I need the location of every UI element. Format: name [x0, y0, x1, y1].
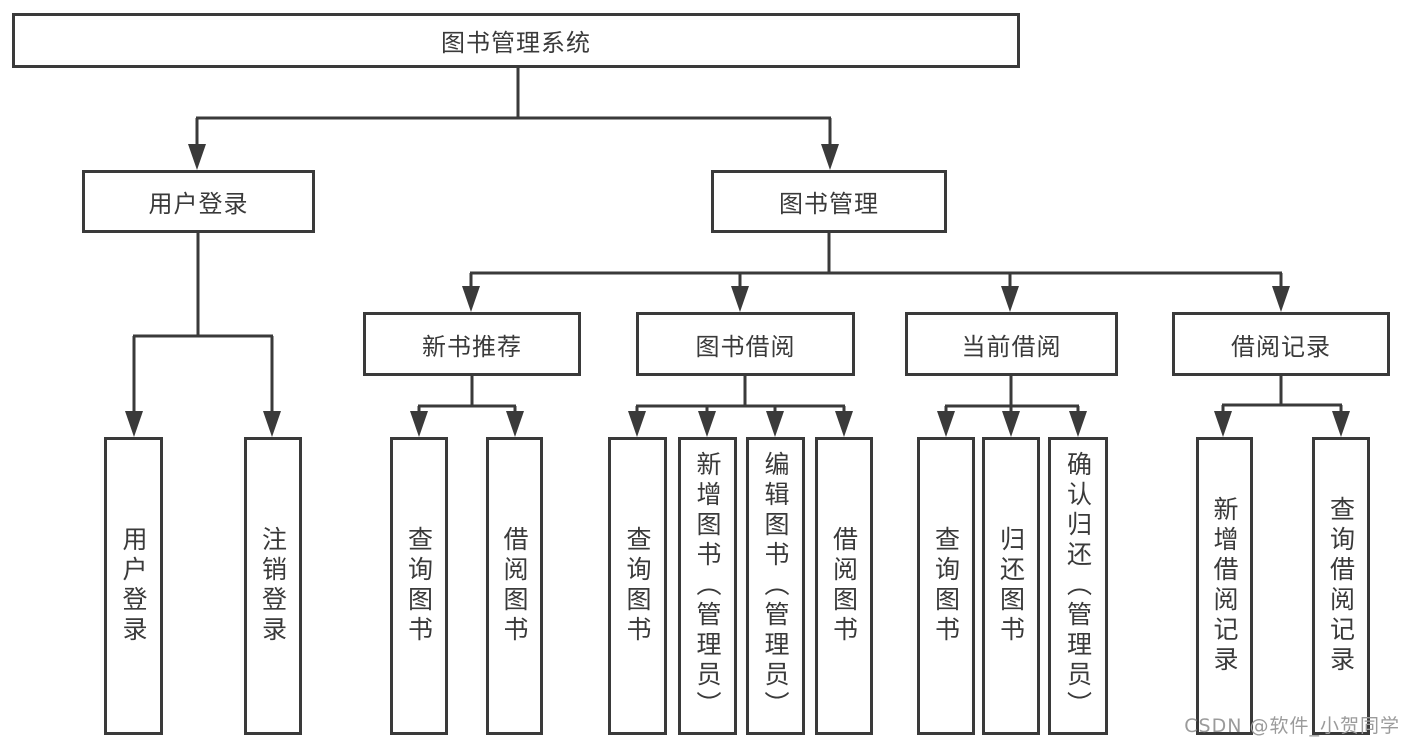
node-book-management: 图书管理 [711, 170, 947, 233]
leaf-query-books-1: 查询图书 [390, 437, 448, 735]
node-current-borrowing: 当前借阅 [905, 312, 1118, 376]
leaf-add-borrow-record: 新增借阅记录 [1196, 437, 1253, 735]
connector-book-mgmt-to-level3 [462, 233, 1290, 312]
node-book-borrowing: 图书借阅 [636, 312, 855, 376]
connector-new-books-to-leaves [410, 376, 524, 437]
leaf-query-books-3: 查询图书 [917, 437, 975, 735]
leaf-add-books-admin: 新增图书（管理员） [678, 437, 737, 735]
leaf-return-books: 归还图书 [982, 437, 1040, 735]
connector-book-borrow-to-leaves [628, 376, 853, 437]
connector-user-login-to-leaves [125, 233, 281, 437]
leaf-borrow-books-2: 借阅图书 [815, 437, 873, 735]
leaf-edit-books-admin: 编辑图书（管理员） [746, 437, 805, 735]
node-user-login: 用户登录 [82, 170, 315, 233]
leaf-query-books-2: 查询图书 [608, 437, 667, 735]
node-library-system: 图书管理系统 [12, 13, 1020, 68]
leaf-borrow-books-1: 借阅图书 [486, 437, 543, 735]
leaf-user-login: 用户登录 [104, 437, 163, 735]
connector-borrow-records-to-leaves [1214, 376, 1350, 437]
leaf-query-borrow-record: 查询借阅记录 [1312, 437, 1370, 735]
watermark: CSDN @软件_小贺同学 [1184, 715, 1400, 737]
node-new-book-recommend: 新书推荐 [363, 312, 581, 376]
connector-current-borrow-to-leaves [937, 376, 1087, 437]
leaf-confirm-return-admin: 确认归还（管理员） [1048, 437, 1108, 735]
node-borrowing-records: 借阅记录 [1172, 312, 1390, 376]
leaf-logout: 注销登录 [244, 437, 302, 735]
connector-root-to-level2 [188, 68, 839, 170]
